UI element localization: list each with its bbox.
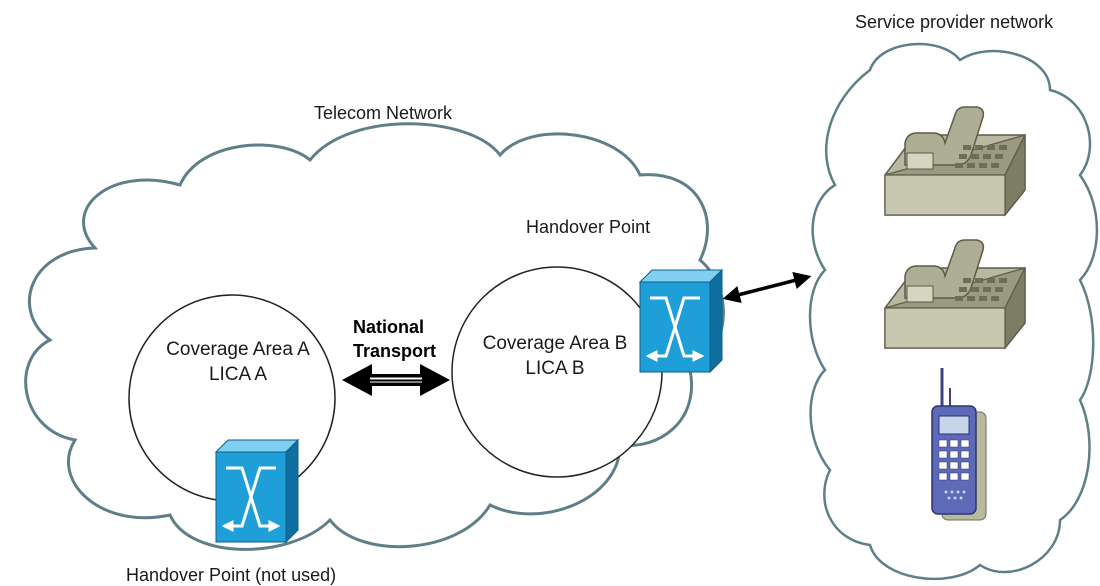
switch-icon	[640, 270, 722, 372]
coverage-area-b-label: Coverage Area B	[483, 333, 628, 354]
handover-link-arrow	[722, 271, 812, 304]
national-transport-arrow	[342, 364, 450, 396]
mobile-phone-icon	[931, 368, 987, 521]
lica-b-label: LICA B	[525, 358, 584, 379]
service-provider-network-label: Service provider network	[855, 12, 1054, 32]
national-transport-label: National	[353, 317, 424, 337]
telecom-network-label: Telecom Network	[314, 103, 453, 123]
handover-point-label: Handover Point	[526, 217, 650, 237]
handover-point-not-used-label: Handover Point (not used)	[126, 565, 336, 585]
lica-a-label: LICA A	[209, 364, 267, 385]
national-transport-label-line2: Transport	[353, 341, 436, 361]
coverage-area-a-label: Coverage Area A	[166, 339, 310, 360]
switch-icon	[216, 440, 298, 542]
